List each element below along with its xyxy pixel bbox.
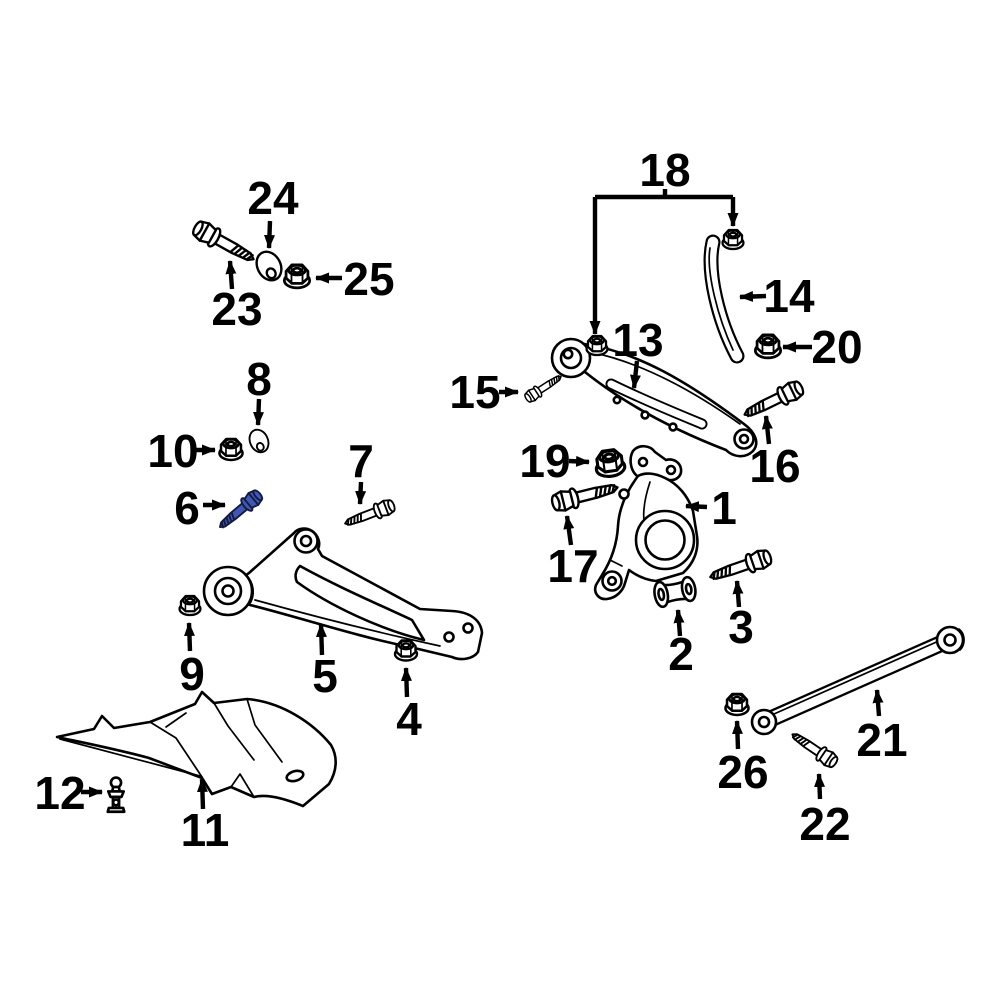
callout-19-arrow	[568, 455, 590, 467]
part-7-bolt	[341, 496, 398, 532]
callout-14-arrow	[739, 291, 767, 302]
callout-5-label: 5	[312, 650, 338, 702]
callout-8-label: 8	[246, 353, 272, 405]
part-24-washer	[250, 246, 288, 286]
part-8-washer	[245, 425, 273, 457]
part-16-bolt	[739, 377, 808, 425]
part-4-nut	[393, 639, 419, 662]
callout-13-arrow	[629, 360, 641, 389]
callout-16-label: 16	[749, 440, 800, 492]
part-10-nut	[218, 437, 244, 462]
callout-20-label: 20	[811, 321, 862, 373]
callout-24-arrow	[263, 220, 275, 249]
callout-3-label: 3	[728, 601, 754, 653]
callout-1-arrow	[685, 501, 708, 513]
callout-4-label: 4	[396, 693, 422, 745]
callout-26-arrow	[731, 720, 743, 750]
callout-6-label: 6	[174, 482, 200, 534]
callout-11-label: 11	[181, 804, 230, 856]
callout-18-label: 18	[639, 144, 690, 196]
callout-2-label: 2	[668, 628, 694, 680]
callout-21-arrow	[872, 689, 884, 717]
callout-21-label: 21	[856, 714, 907, 766]
callout-22-arrow	[814, 773, 826, 800]
callout-7-arrow	[355, 481, 367, 505]
callout-9-label: 9	[179, 648, 205, 700]
part-1-knuckle	[593, 444, 699, 601]
callout-24-label: 24	[247, 172, 299, 224]
callout-26-label: 26	[717, 746, 768, 798]
part-19-nut	[592, 446, 628, 480]
part-14-brace-strap	[703, 234, 745, 364]
part-22-bolt	[787, 726, 841, 771]
part-26-nut	[724, 692, 750, 717]
part-20-nut	[753, 333, 783, 360]
part-18-nut-right	[721, 228, 745, 251]
callout-19-label: 19	[519, 435, 570, 487]
part-11-splash-shield	[55, 690, 337, 808]
callout-25-label: 25	[343, 253, 394, 305]
callout-22-label: 22	[799, 798, 850, 850]
callout-5-arrow	[315, 623, 327, 656]
callout-23-arrow	[225, 260, 237, 290]
part-3-bolt	[706, 546, 775, 588]
callout-11-arrow	[196, 778, 208, 810]
part-12-push-clip	[106, 776, 126, 814]
callout-7-label: 7	[348, 435, 374, 487]
callout-8-arrow	[253, 398, 264, 426]
callout-4-arrow	[400, 667, 412, 698]
callout-2-arrow	[673, 609, 685, 637]
callout-18-bracket	[595, 189, 733, 200]
callout-17-arrow	[563, 515, 575, 546]
part-13-upper-control-arm	[550, 337, 758, 458]
callout-9-arrow	[183, 622, 195, 652]
part-6-highlighted-bolt	[213, 486, 266, 534]
part-5-lower-control-arm	[202, 527, 484, 661]
callout-14-label: 14	[763, 270, 815, 322]
callout-16-arrow	[761, 415, 773, 445]
part-23-bolt	[188, 216, 260, 270]
callout-17-label: 17	[547, 540, 598, 592]
callout-10-label: 10	[147, 425, 198, 477]
part-2-knuckle-bushing	[653, 575, 697, 609]
part-9-nut	[178, 594, 202, 617]
callout-15-label: 15	[449, 366, 500, 418]
callout-13-label: 13	[612, 314, 663, 366]
part-21-lateral-link-rod	[750, 625, 965, 736]
part-18-nut-left	[585, 334, 609, 357]
part-15-bolt	[522, 370, 566, 405]
callout-23-label: 23	[211, 283, 262, 335]
callout-12-label: 12	[34, 767, 85, 819]
part-25-nut	[282, 263, 312, 290]
callout-1-label: 1	[711, 482, 737, 534]
callout-3-arrow	[732, 580, 744, 608]
